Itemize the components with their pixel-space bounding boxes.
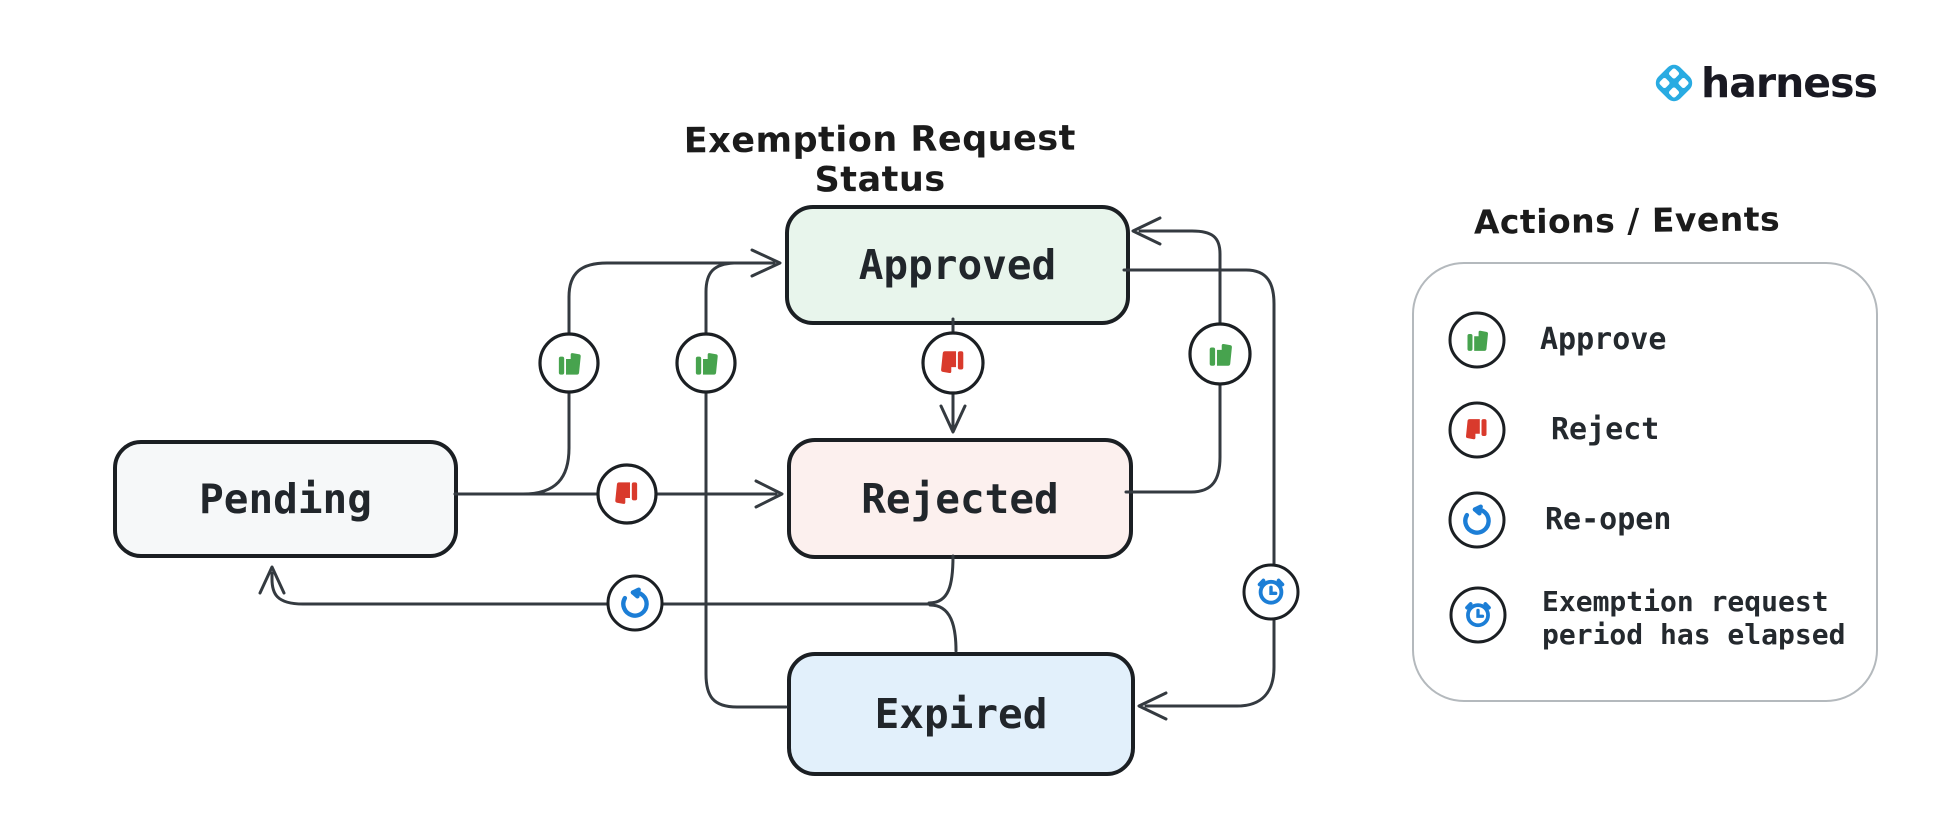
- harness-logo-text: harness: [1701, 59, 1878, 107]
- state-label-approved: Approved: [858, 241, 1057, 289]
- state-node-pending: Pending: [113, 440, 458, 558]
- arrowhead-into-rejected-top: [939, 404, 967, 434]
- edge-pending-approved: [453, 261, 776, 496]
- reopen-icon: [606, 574, 664, 632]
- state-node-approved: Approved: [785, 205, 1130, 325]
- state-label-expired: Expired: [874, 690, 1048, 738]
- edge-expired-approved: [704, 261, 788, 709]
- arrowhead-into-expired-right: [1137, 691, 1168, 721]
- legend-label-approve: Approve: [1540, 322, 1667, 357]
- legend-label-reject: Reject: [1551, 412, 1660, 447]
- arrowhead-into-approved-right: [1131, 216, 1162, 246]
- edge-approved-expired: [1122, 268, 1276, 708]
- edge-rejected-reopen-branch: [927, 554, 955, 605]
- legend-label-elapsed: Exemption request period has elapsed: [1542, 585, 1846, 651]
- harness-logo-icon: [1655, 64, 1693, 102]
- reject-icon: [596, 463, 658, 525]
- approve-icon: [675, 332, 737, 394]
- state-node-rejected: Rejected: [787, 438, 1133, 559]
- approve-icon: [1188, 322, 1252, 386]
- state-label-rejected: Rejected: [861, 474, 1059, 523]
- state-node-expired: Expired: [787, 652, 1135, 776]
- reject-icon: [921, 331, 985, 395]
- reopen-icon: [1448, 491, 1506, 549]
- thumbs-up-icon: [1448, 311, 1506, 369]
- legend-icons: [1448, 311, 1507, 644]
- alarm-clock-icon: [1242, 563, 1300, 621]
- alarm-clock-icon: [1449, 586, 1507, 644]
- edge-action-icons: [538, 322, 1300, 632]
- thumbs-down-icon: [1448, 401, 1506, 459]
- arrowhead-into-approved-left: [750, 248, 782, 278]
- approve-icon: [538, 332, 600, 394]
- edge-reopen-pending: [270, 571, 934, 606]
- state-label-pending: Pending: [199, 475, 372, 523]
- arrowhead-into-rejected-left: [754, 479, 784, 509]
- edge-expired-reopen-branch: [928, 603, 958, 653]
- arrowhead-into-pending-bottom: [258, 565, 286, 595]
- harness-logo: harness: [1650, 58, 1878, 108]
- legend-label-reopen: Re-open: [1545, 502, 1672, 537]
